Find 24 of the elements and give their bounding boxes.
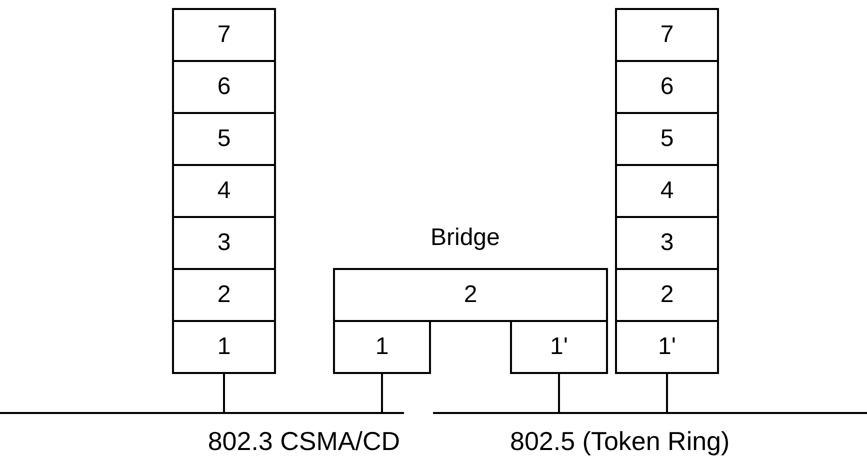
layer-box: 1 bbox=[333, 320, 431, 374]
layer-box: 3 bbox=[172, 216, 276, 270]
layer-box: 1 bbox=[172, 320, 276, 374]
connector-line bbox=[223, 374, 225, 413]
network-label: 802.5 (Token Ring) bbox=[510, 426, 730, 457]
layer-box: 5 bbox=[615, 112, 719, 166]
layer-box: 2 bbox=[172, 268, 276, 322]
layer-box: 4 bbox=[615, 164, 719, 218]
layer-box: 3 bbox=[615, 216, 719, 270]
layer-box: 2 bbox=[333, 268, 608, 322]
layer-box: 2 bbox=[615, 268, 719, 322]
layer-box: 7 bbox=[615, 8, 719, 62]
connector-line bbox=[666, 374, 668, 413]
network-label: 802.3 CSMA/CD bbox=[208, 426, 400, 457]
connector-line bbox=[381, 374, 383, 413]
layer-box: 6 bbox=[172, 60, 276, 114]
layer-box: 7 bbox=[172, 8, 276, 62]
bridge-heading: Bridge bbox=[430, 224, 500, 252]
layer-box: 4 bbox=[172, 164, 276, 218]
layer-box: 1' bbox=[510, 320, 608, 374]
layer-box: 5 bbox=[172, 112, 276, 166]
layer-box: 6 bbox=[615, 60, 719, 114]
connector-line bbox=[558, 374, 560, 413]
layer-box: 1' bbox=[615, 320, 719, 374]
